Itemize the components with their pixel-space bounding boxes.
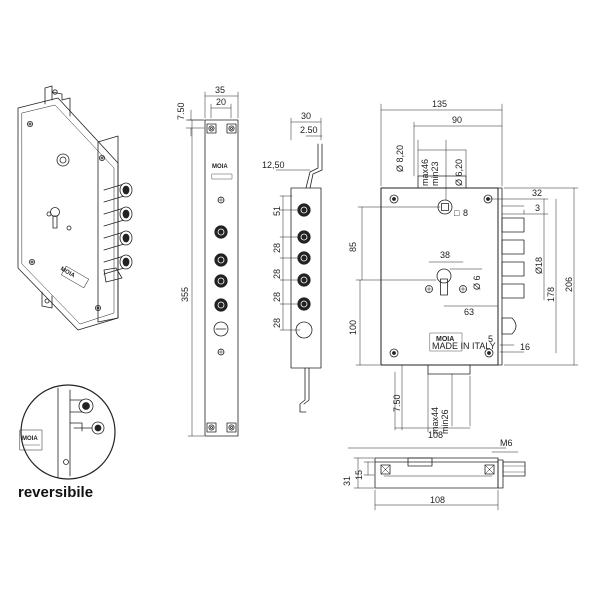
case-front-view [380, 175, 525, 375]
dim-bottom-offset: 7.50 [392, 394, 402, 412]
dim-hole-top: Ø 8,20 [395, 145, 405, 172]
dim-pitch-1: 28 [272, 243, 282, 253]
dim-side-width: 30 [301, 111, 311, 121]
dim-cam-min: min23 [430, 161, 440, 186]
brand-logo-faceplate: MOIA [212, 164, 228, 170]
dim-screw: M6 [500, 438, 513, 448]
dim-side-thickness: 2.50 [300, 125, 318, 135]
made-in-label: MADE IN ITALY [432, 341, 496, 351]
reversible-detail [19, 384, 116, 480]
dim-depth-31: 31 [342, 476, 352, 486]
dim-pitch-top: 51 [272, 206, 282, 216]
dim-bottom-max: max44 [430, 407, 440, 434]
case-top-view [374, 457, 526, 489]
iso-bolt-4 [103, 254, 133, 275]
faceplate-dimensions [185, 91, 239, 437]
dim-bottom-min: min26 [440, 409, 450, 434]
dim-faceplate-inner: 20 [216, 97, 226, 107]
dim-bolt-gap: 3 [535, 203, 540, 213]
dim-square: 8 [463, 208, 468, 218]
iso-bolt-2 [103, 206, 133, 227]
iso-bolt-1 [103, 182, 133, 203]
iso-bolt-3 [103, 230, 133, 251]
dim-bolt-proj: 32 [532, 188, 542, 198]
dim-backset: 90 [452, 115, 462, 125]
dim-faceplate-width: 35 [215, 85, 225, 95]
dim-depth-15: 15 [354, 470, 364, 480]
dim-cyl-63: 63 [464, 307, 474, 317]
side-view-dimensions [275, 117, 323, 331]
symbol-square: □ [454, 208, 460, 218]
case-dimensions [355, 103, 579, 433]
reversible-caption: reversibile [18, 484, 94, 501]
isometric-lock-view [17, 85, 133, 331]
top-view-dimensions [347, 447, 519, 511]
dim-bolt-dia: Ø18 [534, 257, 544, 274]
dim-faceplate-offset: 7.50 [176, 102, 186, 120]
dim-side-tongue: 12,50 [262, 160, 285, 170]
dim-case-width: 135 [432, 99, 447, 109]
brand-logo-case: MOIA [436, 336, 454, 343]
dim-height-178: 178 [546, 287, 556, 302]
brand-logo-iso: MOIA [59, 266, 76, 279]
dim-hole-mid: Ø 6,20 [454, 159, 464, 186]
dim-latch-16: 16 [520, 342, 530, 352]
dim-85: 85 [348, 242, 358, 252]
dim-cam-max: max46 [420, 159, 430, 186]
dim-cyl-dia: Ø 6 [472, 275, 482, 290]
dim-faceplate-length: 355 [180, 287, 190, 302]
dim-pitch-4: 28 [272, 318, 282, 328]
dim-cyl-38: 38 [440, 250, 450, 260]
dim-pitch-3: 28 [272, 292, 282, 302]
faceplate-side-view [290, 143, 323, 413]
dim-latch-5: 5 [488, 334, 493, 344]
dim-pitch-2: 28 [272, 269, 282, 279]
dim-height-206: 206 [564, 277, 574, 292]
dim-100: 100 [348, 320, 358, 335]
brand-logo-detail: MOIA [22, 436, 38, 442]
dim-top-width: 108 [430, 495, 445, 505]
dim-bottom-width: 108 [428, 430, 443, 440]
faceplate-front-view [204, 119, 239, 437]
